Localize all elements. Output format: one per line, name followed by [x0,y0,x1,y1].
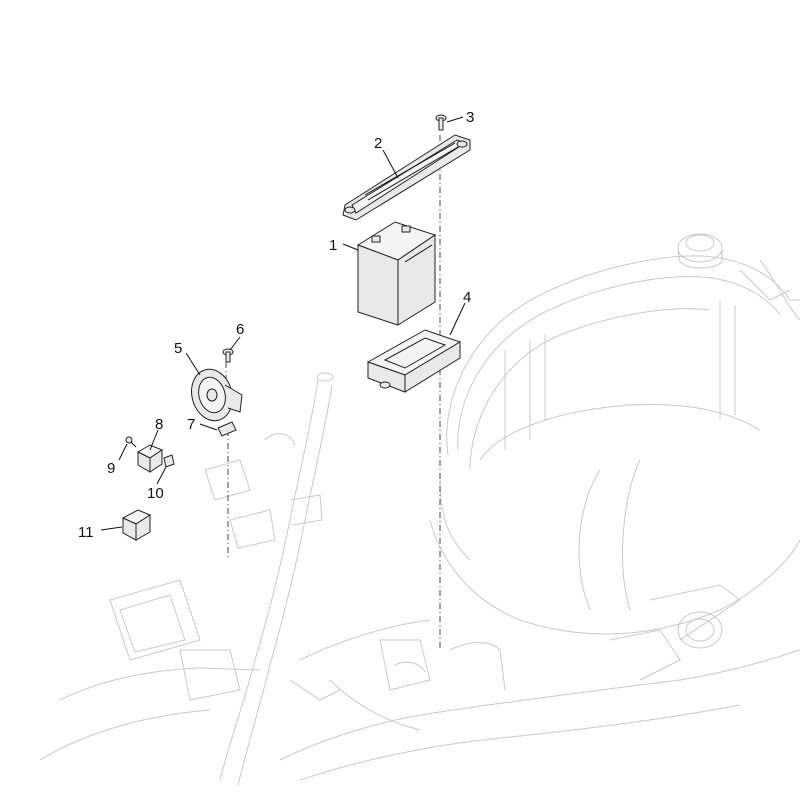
callout-3: 3 [466,109,474,126]
battery-strap [342,134,471,221]
callout-6: 6 [236,321,244,338]
callout-9: 9 [107,460,115,477]
callout-5: 5 [174,340,182,357]
callout-7: 7 [187,416,195,433]
callout-11: 11 [78,524,94,541]
horn [191,368,243,422]
scooter-body-outline [39,233,800,786]
callout-8: 8 [155,416,163,433]
battery-tray [366,329,462,393]
callout-2: 2 [374,135,382,152]
battery [356,221,437,326]
callout-labels: 1 2 3 4 5 6 7 8 9 10 11 [78,109,474,541]
callout-4: 4 [463,289,471,306]
relay-clip [163,454,175,468]
horn-screw [222,348,234,363]
relay [136,444,164,473]
callout-10: 10 [147,485,164,502]
strap-screw [435,114,447,131]
horn-bracket [217,421,237,437]
leader-lines [100,116,466,531]
relay-screw [125,436,137,448]
flasher-unit [121,509,152,541]
assembly-guide-lines [225,135,441,650]
callout-1: 1 [329,237,337,254]
